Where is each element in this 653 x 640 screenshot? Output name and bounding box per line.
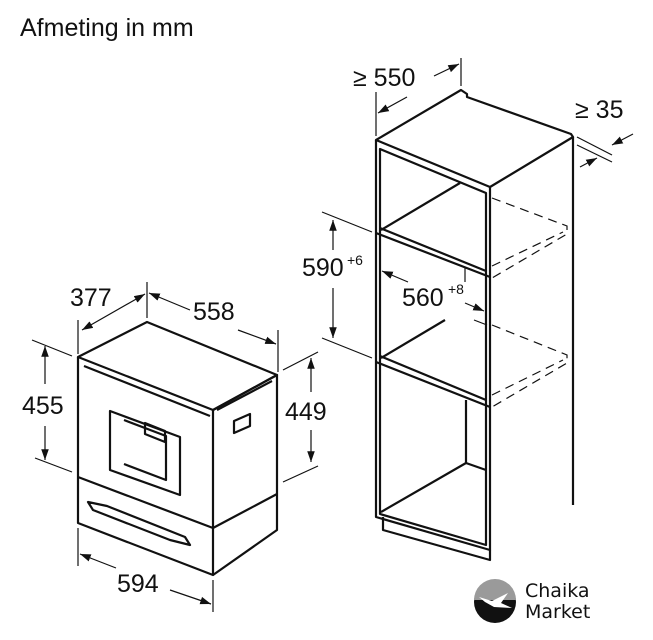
dim-width-594: 594 [117,570,159,598]
dim-depth-min-550: ≥ 550 [353,64,415,92]
dim-height-455: 455 [22,392,64,420]
logo-line2: Market [525,601,590,623]
dim-niche-height-590: 590 [302,254,344,282]
dim-height-449: 449 [285,398,327,426]
appliance-drawing [76,320,279,577]
cabinet-dimensions: ≥ 550 ≥ 35 590 +6 560 +8 [302,58,634,359]
dim-gap-min-35: ≥ 35 [575,96,623,124]
dim-niche-width-tolerance: +8 [448,281,464,297]
logo-line1: Chaika [525,580,590,602]
cabinet-drawing [374,88,575,562]
dim-niche-width-560: 560 [402,284,444,312]
diagram-title: Afmeting in mm [20,14,194,42]
dim-558: 558 [193,298,235,326]
dim-niche-height-tolerance: +6 [347,252,363,268]
chaika-market-logo: Chaika Market [474,579,590,623]
dim-depth-377: 377 [70,284,112,312]
appliance-dimensions: 377 558 455 449 594 [22,282,327,612]
